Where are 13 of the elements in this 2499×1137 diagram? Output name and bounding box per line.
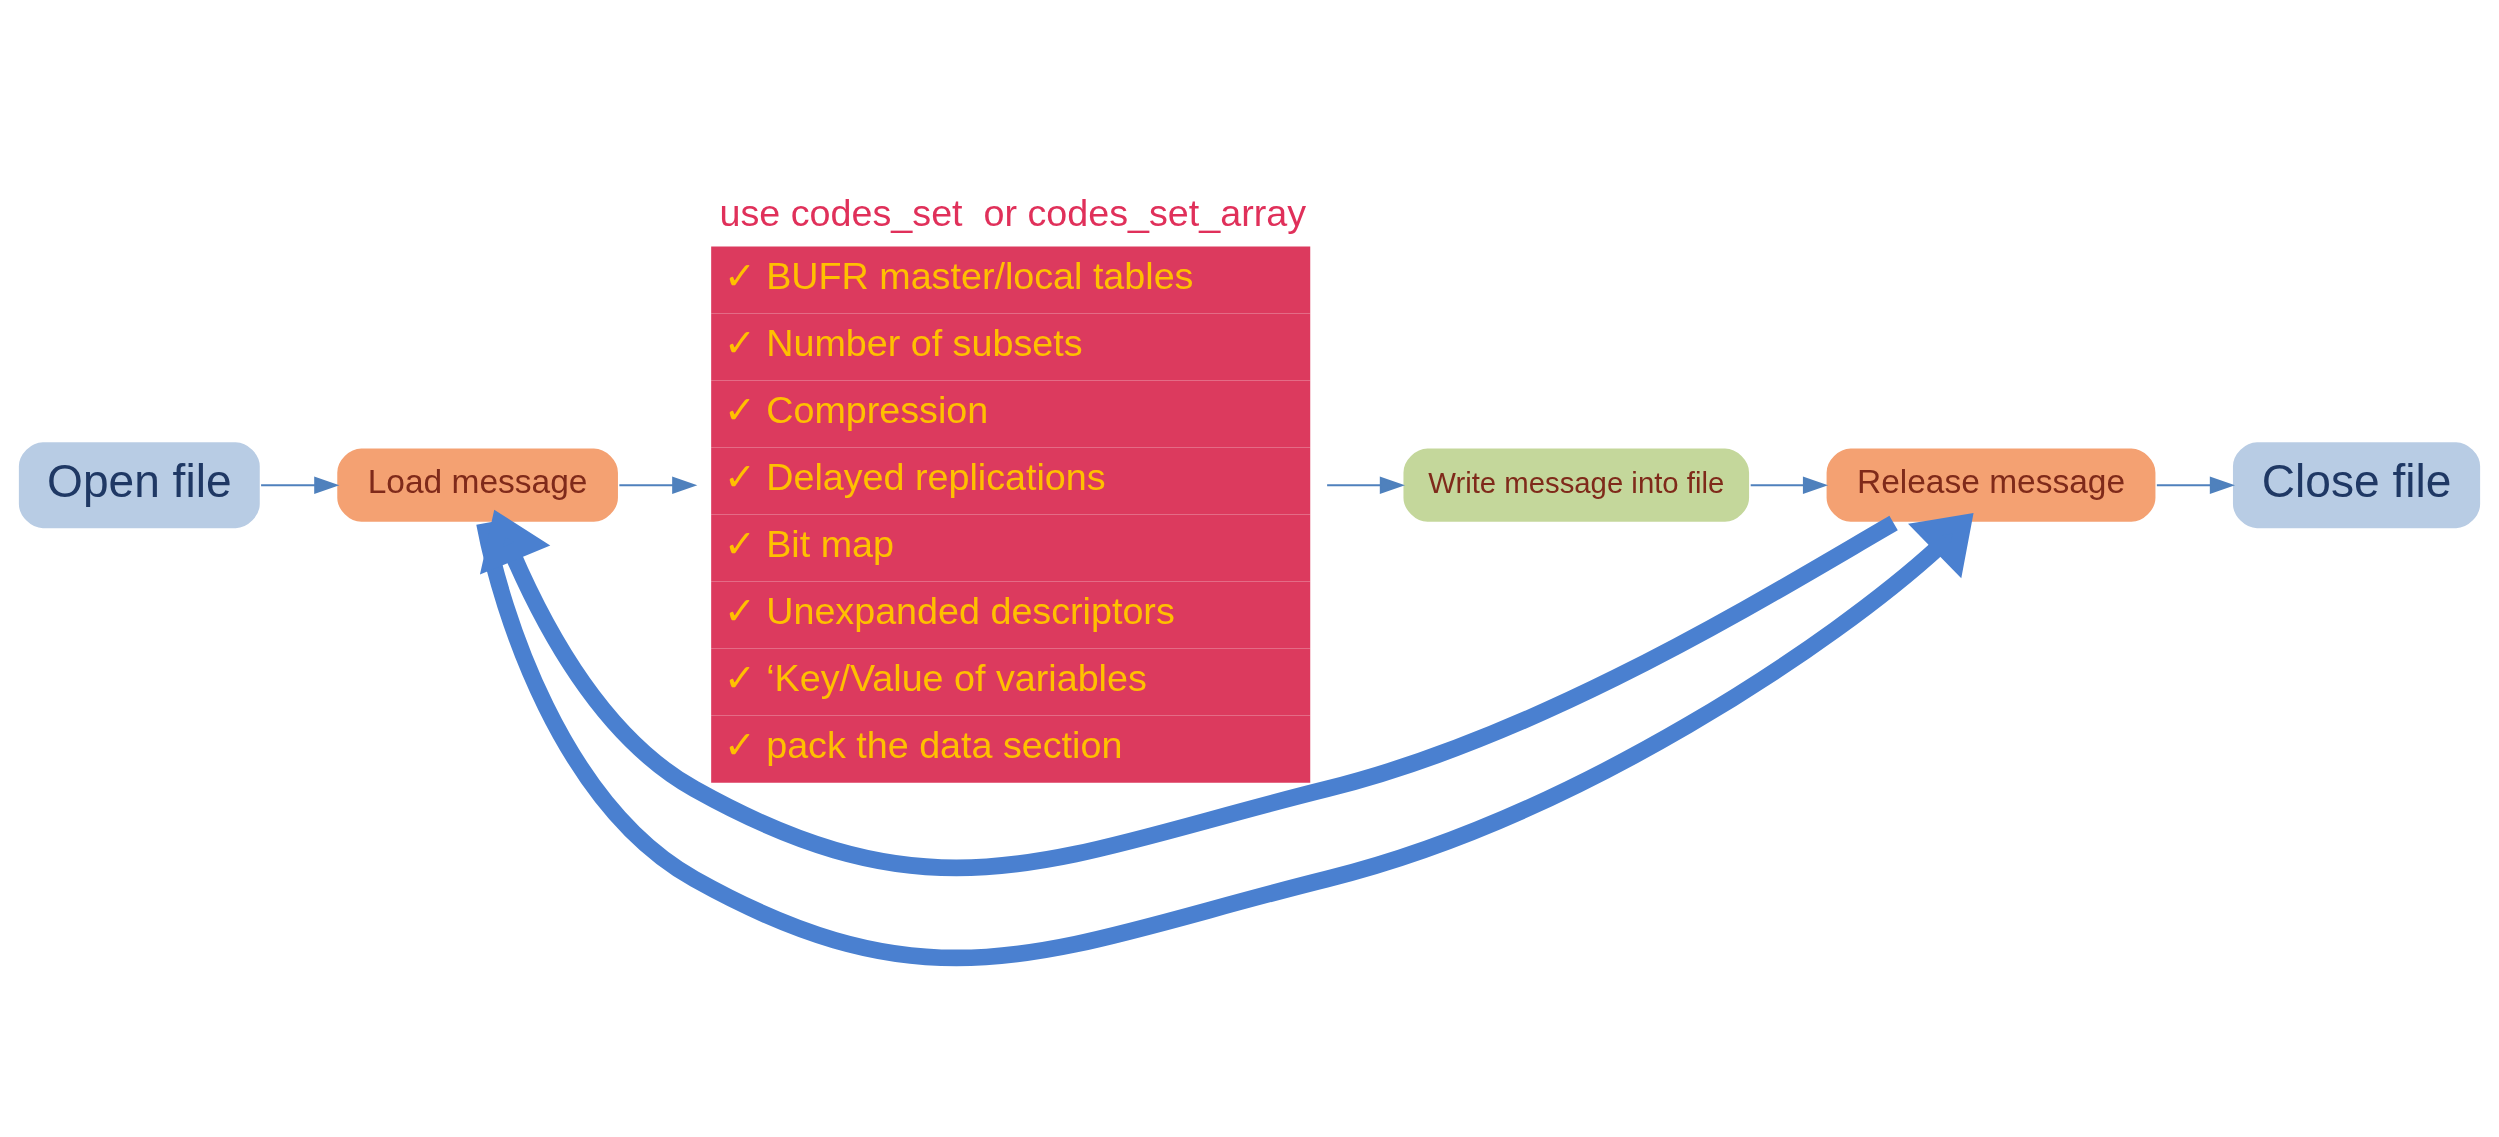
- arrow: [1750, 475, 1829, 494]
- node-box: Write message into file: [1401, 445, 1752, 524]
- arrow: [619, 475, 698, 494]
- node-box: Release message: [1824, 445, 2158, 524]
- arrow: [2156, 475, 2235, 494]
- arrow: [261, 475, 340, 494]
- arrow: [476, 512, 1974, 966]
- node-box: Load message: [335, 445, 621, 524]
- node-box: Open file: [16, 439, 262, 530]
- arrow: [1327, 475, 1405, 494]
- node-label: use codes_set or codes_set_array: [719, 191, 1307, 234]
- arrow: [479, 509, 1898, 876]
- node-box: Close file: [2230, 439, 2483, 530]
